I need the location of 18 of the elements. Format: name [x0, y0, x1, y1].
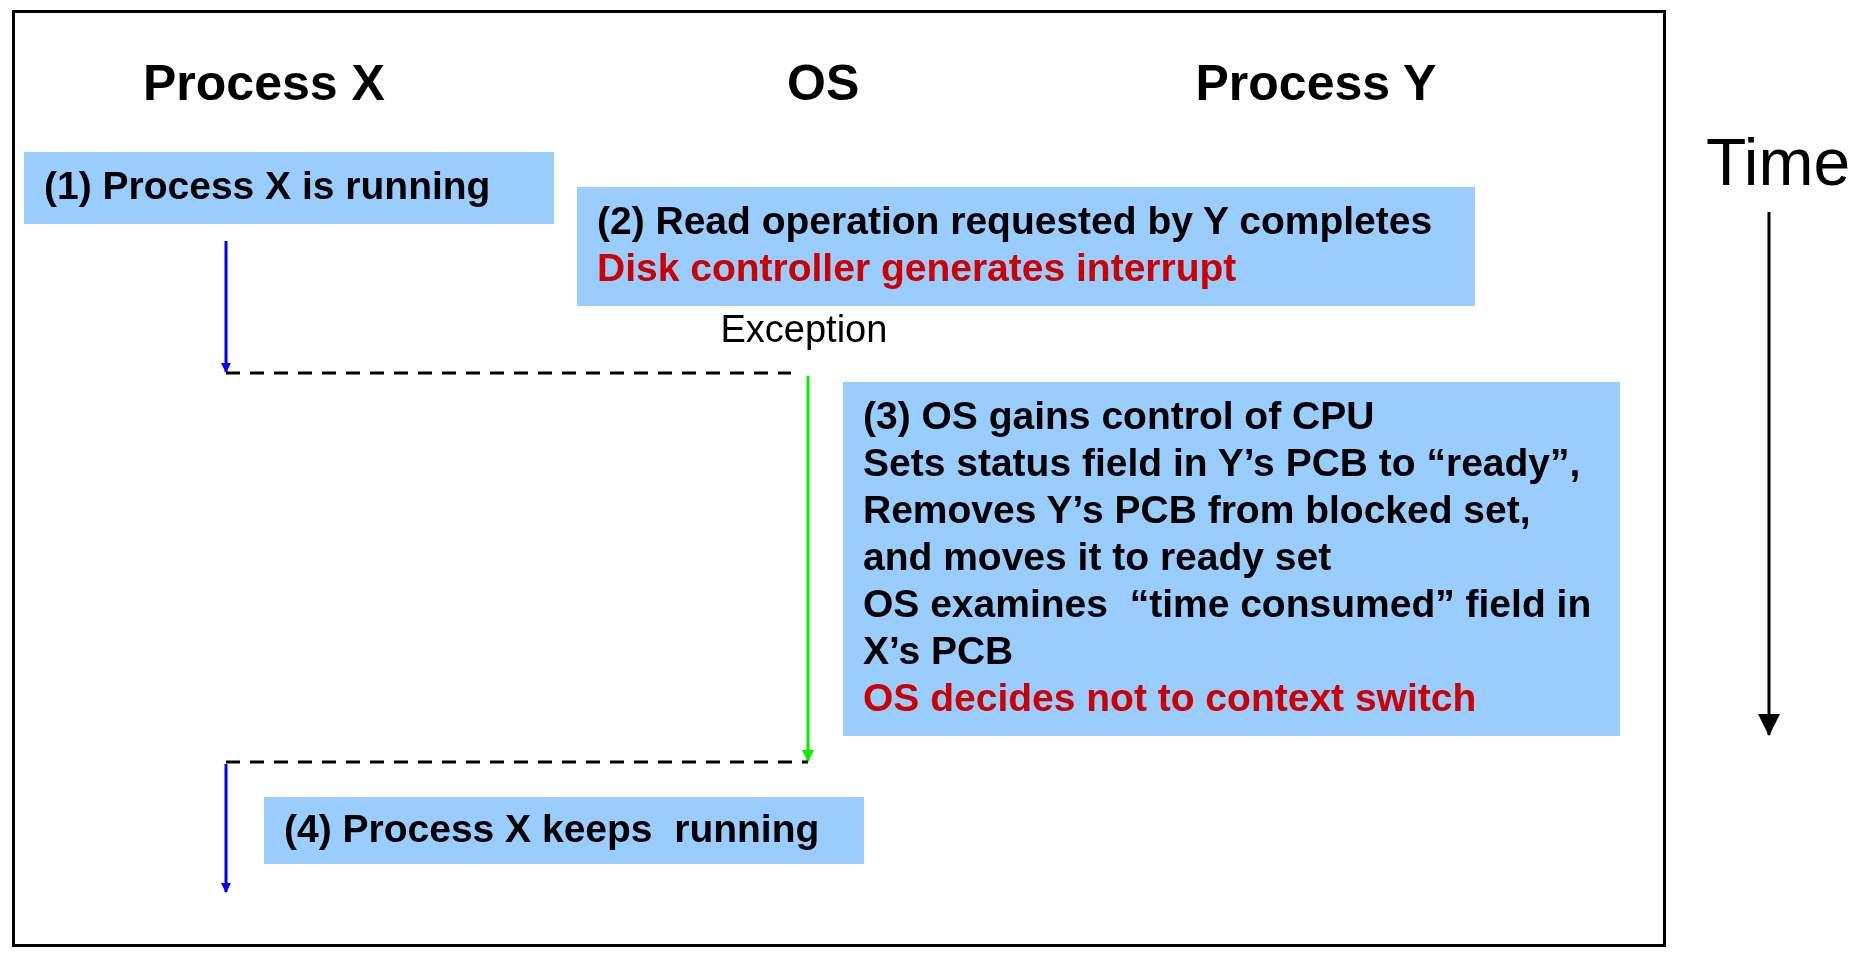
box-text: Removes Y’s PCB from blocked set, and moves it to ready set	[863, 487, 1532, 580]
exception-label: Exception	[720, 308, 888, 351]
box-text: Sets status field in Y’s PCB to “ready”,	[863, 440, 1582, 486]
process-box	[843, 382, 1620, 736]
box-text: OS decides not to context switch	[863, 675, 1478, 721]
column-heading: OS	[787, 54, 860, 112]
process-box	[264, 797, 864, 864]
column-heading: Process Y	[1195, 54, 1437, 112]
box-text: Disk controller generates interrupt	[597, 245, 1238, 291]
box-heading: (3) OS gains control of CPU	[863, 393, 1376, 439]
axis-label: Time	[1706, 124, 1851, 200]
box-heading: (4) Process X keeps running	[284, 806, 821, 852]
box-heading: (2) Read operation requested by Y completes	[597, 198, 1434, 244]
box-text: OS examines “time consumed” field in X’s PCB	[863, 581, 1593, 674]
process-box	[24, 152, 554, 224]
box-heading: (1) Process X is running	[44, 163, 492, 209]
column-heading: Process X	[143, 54, 385, 112]
process-box	[577, 187, 1475, 306]
